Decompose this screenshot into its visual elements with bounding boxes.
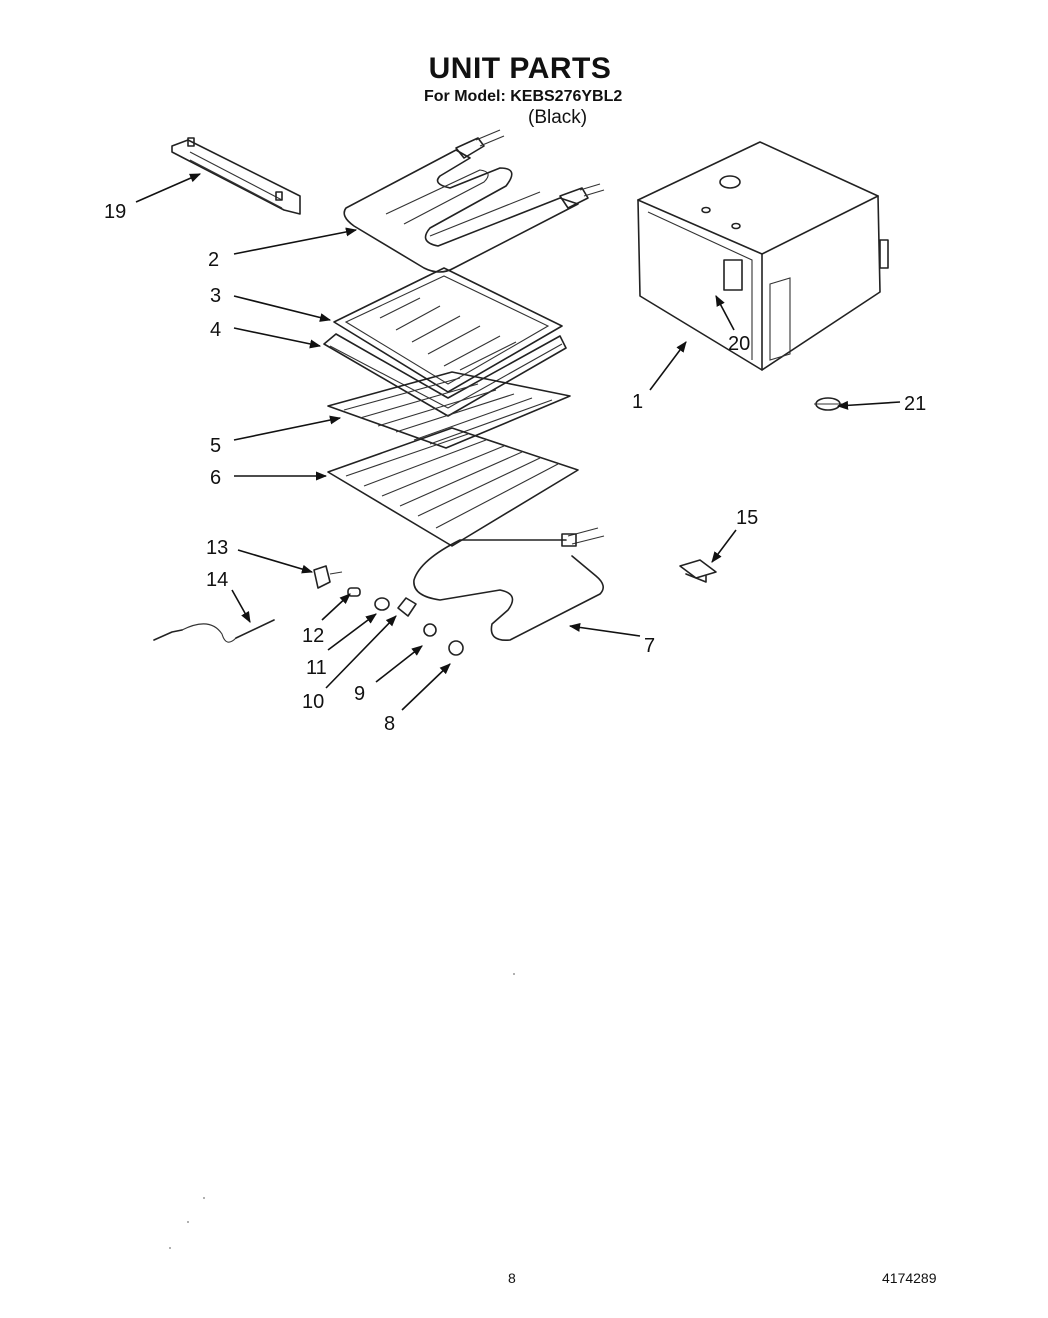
document-number: 4174289 (882, 1270, 937, 1286)
scan-speck (169, 1247, 171, 1249)
page-number: 8 (508, 1270, 516, 1286)
callout-12: 12 (302, 625, 324, 647)
callout-8: 8 (384, 713, 395, 735)
part-13-component (313, 565, 343, 589)
part-1-oven-cavity (637, 141, 889, 371)
callout-2: 2 (208, 249, 219, 271)
part-2-broil-element (343, 129, 605, 273)
callout-4: 4 (210, 319, 221, 341)
page-title: UNIT PARTS (428, 52, 612, 85)
part-5-oven-rack (327, 371, 571, 449)
part-3-broil-pan-grid (333, 267, 563, 393)
part-15-component (679, 559, 717, 583)
part-21-component (814, 397, 842, 411)
callout-14: 14 (206, 569, 228, 591)
callout-10: 10 (302, 691, 324, 713)
callout-3: 3 (210, 285, 221, 307)
callout-20: 20 (728, 333, 750, 355)
callout-arrows (135, 173, 901, 711)
callout-11: 11 (306, 657, 327, 679)
part-4-broil-pan (323, 333, 567, 417)
part-7-bake-element (413, 527, 605, 641)
model-line: For Model: KEBS276YBL2 (424, 88, 623, 105)
callout-13: 13 (206, 537, 228, 559)
callout-21: 21 (904, 393, 926, 415)
part-14-probe (153, 619, 275, 643)
hardware-parts (347, 587, 464, 656)
model-variant: (Black) (528, 107, 588, 128)
scan-speck (187, 1221, 189, 1223)
scan-speck (513, 973, 515, 975)
callout-19: 19 (104, 201, 126, 223)
part-6-oven-rack (327, 427, 579, 547)
callout-9: 9 (354, 683, 365, 705)
scan-speck (203, 1197, 205, 1199)
callout-5: 5 (210, 435, 221, 457)
callout-1: 1 (632, 391, 643, 413)
part-19-bracket (171, 137, 301, 215)
callout-6: 6 (210, 467, 221, 489)
callout-7: 7 (644, 635, 655, 657)
callout-15: 15 (736, 507, 758, 529)
